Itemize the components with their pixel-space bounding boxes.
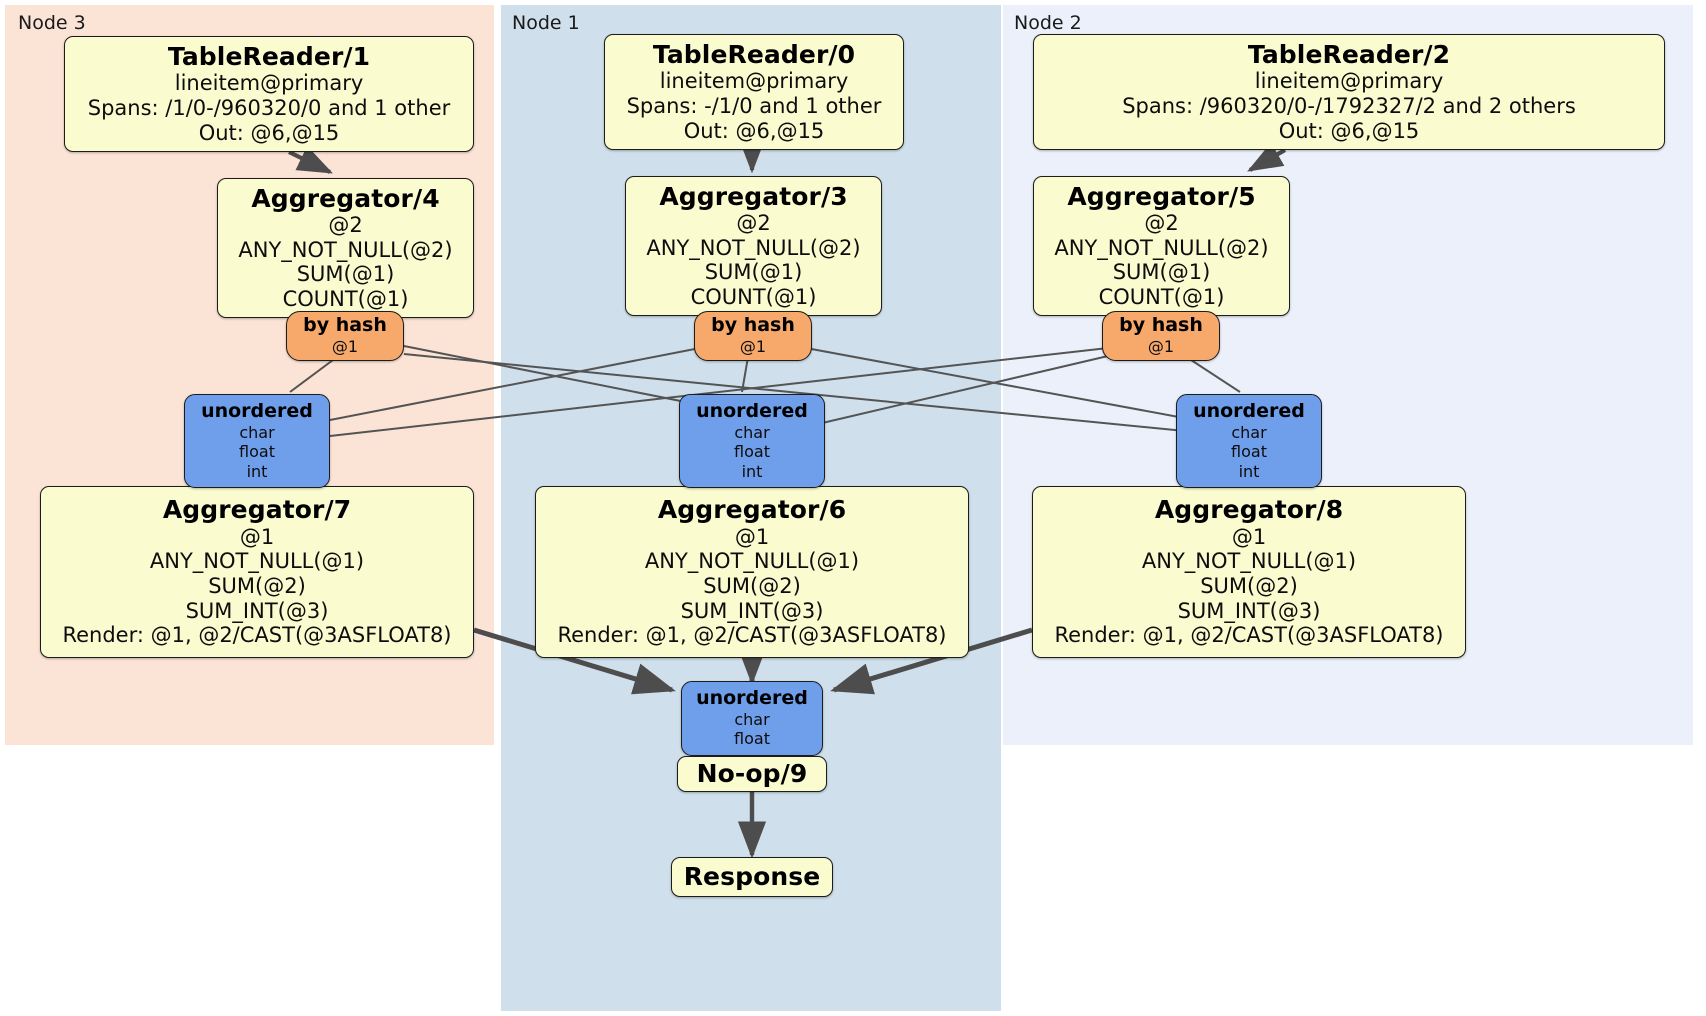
receiver-detail-line: int — [246, 461, 268, 481]
processor-detail-line: ANY_NOT_NULL(@2) — [238, 237, 453, 262]
processor-detail-line: @1 — [734, 524, 770, 549]
receiver-title: unordered — [201, 400, 313, 423]
processor-detail-line: ANY_NOT_NULL(@1) — [1141, 549, 1357, 574]
processor-detail-line: Render: @1, @2/CAST(@3ASFLOAT8) — [62, 623, 452, 648]
processor-title: Aggregator/7 — [162, 495, 352, 525]
router-by-hash-node1[interactable]: by hash @1 — [694, 311, 812, 361]
processor-title: Response — [683, 861, 821, 891]
processor-detail-line: SUM(@2) — [1200, 573, 1298, 598]
processor-detail-line: Out: @6,@15 — [198, 120, 340, 145]
processor-detail-line: SUM(@1) — [296, 262, 395, 287]
processor-title: No-op/9 — [696, 758, 808, 788]
receiver-title: unordered — [1193, 400, 1305, 423]
processor-detail-line: SUM_INT(@3) — [680, 598, 824, 623]
processor-title: Aggregator/4 — [251, 183, 440, 213]
router-detail-line: @1 — [739, 337, 767, 357]
processor-detail-line: @1 — [239, 524, 275, 549]
router-title: by hash — [303, 314, 387, 337]
receiver-title: unordered — [696, 400, 808, 423]
processor-detail-line: SUM(@2) — [208, 573, 306, 598]
processor-detail-line: lineitem@primary — [174, 71, 364, 96]
receiver-detail-line: float — [734, 442, 770, 462]
processor-tablereader-0[interactable]: TableReader/0 lineitem@primary Spans: -/… — [604, 34, 904, 150]
processor-title: Aggregator/8 — [1154, 495, 1344, 525]
processor-title: TableReader/0 — [652, 39, 856, 69]
processor-detail-line: SUM_INT(@3) — [1177, 598, 1321, 623]
processor-title: Aggregator/5 — [1067, 181, 1256, 211]
processor-title: Aggregator/3 — [659, 181, 848, 211]
router-title: by hash — [1119, 314, 1203, 337]
processor-aggregator-6[interactable]: Aggregator/6 @1 ANY_NOT_NULL(@1) SUM(@2)… — [535, 486, 969, 658]
processor-detail-line: @2 — [1144, 211, 1179, 236]
processor-detail-line: Spans: /960320/0-/1792327/2 and 2 others — [1122, 93, 1576, 118]
processor-detail-line: Render: @1, @2/CAST(@3ASFLOAT8) — [1054, 623, 1444, 648]
processor-detail-line: ANY_NOT_NULL(@2) — [646, 235, 861, 260]
receiver-title: unordered — [696, 687, 808, 710]
receiver-detail-line: char — [239, 423, 275, 443]
receiver-detail-line: char — [734, 423, 770, 443]
processor-detail-line: Render: @1, @2/CAST(@3ASFLOAT8) — [557, 623, 947, 648]
processor-detail-line: COUNT(@1) — [1098, 284, 1225, 309]
processor-detail-line: Out: @6,@15 — [683, 118, 825, 143]
receiver-unordered-node2[interactable]: unordered char float int — [1176, 394, 1322, 488]
receiver-detail-line: float — [734, 729, 770, 749]
processor-title: TableReader/1 — [167, 41, 371, 71]
router-by-hash-node2[interactable]: by hash @1 — [1102, 311, 1220, 361]
router-detail-line: @1 — [1147, 337, 1175, 357]
router-title: by hash — [711, 314, 795, 337]
receiver-detail-line: int — [741, 461, 763, 481]
processor-detail-line: Spans: /1/0-/960320/0 and 1 other — [87, 95, 451, 120]
processor-detail-line: @2 — [736, 211, 771, 236]
processor-detail-line: COUNT(@1) — [282, 286, 409, 311]
processor-no-op-9[interactable]: No-op/9 — [677, 756, 827, 792]
panel-label-node2: Node 2 — [1014, 12, 1082, 34]
processor-detail-line: ANY_NOT_NULL(@2) — [1054, 235, 1269, 260]
processor-detail-line: lineitem@primary — [659, 69, 849, 94]
processor-title: Aggregator/6 — [657, 495, 847, 525]
processor-detail-line: SUM(@1) — [1112, 260, 1211, 285]
processor-detail-line: SUM(@1) — [704, 260, 803, 285]
processor-aggregator-4[interactable]: Aggregator/4 @2 ANY_NOT_NULL(@2) SUM(@1)… — [217, 178, 474, 318]
processor-tablereader-1[interactable]: TableReader/1 lineitem@primary Spans: /1… — [64, 36, 474, 152]
processor-detail-line: Spans: -/1/0 and 1 other — [626, 93, 882, 118]
panel-label-node1: Node 1 — [512, 12, 580, 34]
receiver-detail-line: char — [1231, 423, 1267, 443]
processor-detail-line: ANY_NOT_NULL(@1) — [149, 549, 365, 574]
receiver-detail-line: float — [239, 442, 275, 462]
router-by-hash-node3[interactable]: by hash @1 — [286, 311, 404, 361]
processor-aggregator-7[interactable]: Aggregator/7 @1 ANY_NOT_NULL(@1) SUM(@2)… — [40, 486, 474, 658]
processor-detail-line: @2 — [328, 213, 363, 238]
processor-detail-line: lineitem@primary — [1254, 69, 1444, 94]
router-detail-line: @1 — [331, 337, 359, 357]
processor-detail-line: COUNT(@1) — [690, 284, 817, 309]
processor-aggregator-3[interactable]: Aggregator/3 @2 ANY_NOT_NULL(@2) SUM(@1)… — [625, 176, 882, 316]
processor-detail-line: @1 — [1231, 524, 1267, 549]
processor-detail-line: Out: @6,@15 — [1278, 118, 1420, 143]
processor-detail-line: SUM_INT(@3) — [185, 598, 329, 623]
receiver-detail-line: int — [1238, 461, 1260, 481]
processor-detail-line: ANY_NOT_NULL(@1) — [644, 549, 860, 574]
processor-title: TableReader/2 — [1247, 39, 1451, 69]
receiver-detail-line: float — [1231, 442, 1267, 462]
processor-response[interactable]: Response — [671, 857, 833, 897]
processor-tablereader-2[interactable]: TableReader/2 lineitem@primary Spans: /9… — [1033, 34, 1665, 150]
processor-aggregator-8[interactable]: Aggregator/8 @1 ANY_NOT_NULL(@1) SUM(@2)… — [1032, 486, 1466, 658]
receiver-unordered-node1[interactable]: unordered char float int — [679, 394, 825, 488]
processor-detail-line: SUM(@2) — [703, 573, 801, 598]
receiver-detail-line: char — [734, 710, 770, 730]
receiver-unordered-final[interactable]: unordered char float — [681, 681, 823, 756]
panel-label-node3: Node 3 — [18, 12, 86, 34]
receiver-unordered-node3[interactable]: unordered char float int — [184, 394, 330, 488]
processor-aggregator-5[interactable]: Aggregator/5 @2 ANY_NOT_NULL(@2) SUM(@1)… — [1033, 176, 1290, 316]
